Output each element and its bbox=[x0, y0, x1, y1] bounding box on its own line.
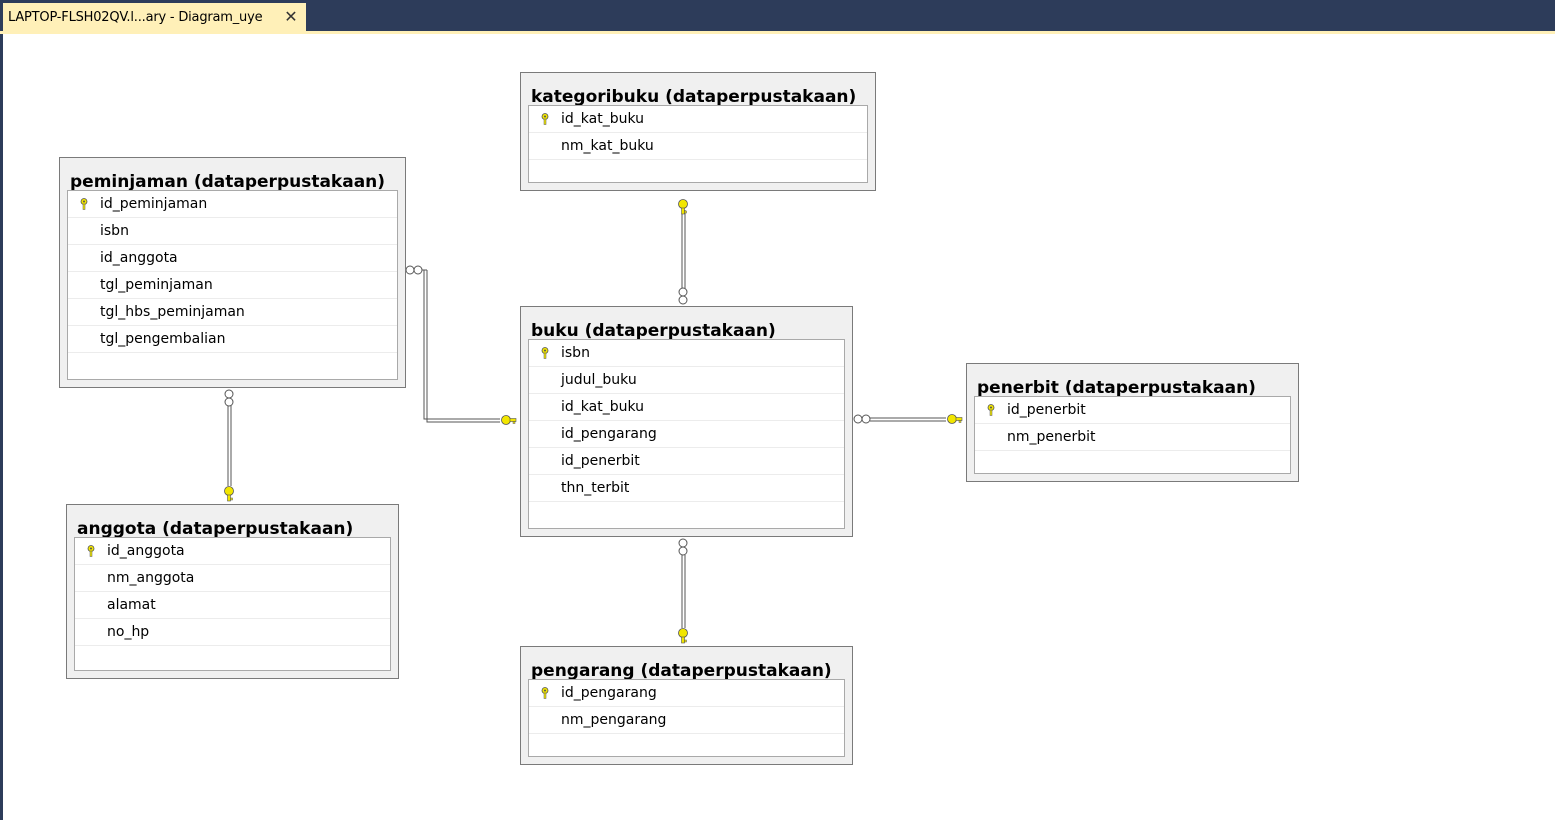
primary-key-indicator bbox=[75, 538, 107, 564]
table-buku[interactable]: buku (dataperpustakaan) isbn judul_buku … bbox=[520, 306, 853, 537]
column-grid: id_penerbit nm_penerbit bbox=[974, 396, 1291, 474]
infinity-icon bbox=[678, 538, 688, 556]
table-title: penerbit (dataperpustakaan) bbox=[977, 378, 1256, 397]
tab-diagram[interactable]: LAPTOP-FLSH02QV.l...ary - Diagram_uye ✕ bbox=[3, 3, 306, 31]
column-name: nm_anggota bbox=[107, 570, 195, 586]
column-grid: id_peminjaman isbn id_anggota tgl_peminj… bbox=[67, 190, 398, 380]
column-row[interactable]: nm_anggota bbox=[75, 565, 390, 592]
relationship-buku-pengarang[interactable] bbox=[678, 538, 688, 644]
column-name: nm_kat_buku bbox=[561, 138, 654, 154]
primary-key-indicator bbox=[529, 340, 561, 366]
key-icon bbox=[678, 628, 688, 644]
column-row[interactable]: id_anggota bbox=[75, 538, 390, 565]
column-row[interactable]: isbn bbox=[68, 218, 397, 245]
key-icon bbox=[87, 545, 95, 557]
key-icon bbox=[541, 687, 549, 699]
column-row[interactable]: isbn bbox=[529, 340, 844, 367]
column-name: nm_penerbit bbox=[1007, 429, 1096, 445]
column-name: tgl_hbs_peminjaman bbox=[100, 304, 245, 320]
tab-accent-bar bbox=[0, 31, 1555, 34]
infinity-icon bbox=[678, 287, 688, 305]
table-kategoribuku[interactable]: kategoribuku (dataperpustakaan) id_kat_b… bbox=[520, 72, 876, 191]
table-title: pengarang (dataperpustakaan) bbox=[531, 661, 832, 680]
column-name: id_anggota bbox=[107, 543, 185, 559]
column-name: id_peminjaman bbox=[100, 196, 208, 212]
key-icon bbox=[501, 415, 517, 425]
column-name: judul_buku bbox=[561, 372, 637, 388]
column-row[interactable]: judul_buku bbox=[529, 367, 844, 394]
relationship-kategoribuku-buku[interactable] bbox=[678, 199, 688, 305]
column-row[interactable]: id_pengarang bbox=[529, 680, 844, 707]
column-row[interactable]: nm_pengarang bbox=[529, 707, 844, 734]
column-grid: id_anggota nm_anggota alamat no_hp bbox=[74, 537, 391, 671]
table-pengarang[interactable]: pengarang (dataperpustakaan) id_pengaran… bbox=[520, 646, 853, 765]
column-name: id_penerbit bbox=[1007, 402, 1086, 418]
column-name: isbn bbox=[100, 223, 129, 239]
column-row[interactable]: id_anggota bbox=[68, 245, 397, 272]
primary-key-indicator bbox=[68, 191, 100, 217]
column-row[interactable]: tgl_peminjaman bbox=[68, 272, 397, 299]
key-icon bbox=[80, 198, 88, 210]
table-title: kategoribuku (dataperpustakaan) bbox=[531, 87, 857, 106]
column-row[interactable]: id_pengarang bbox=[529, 421, 844, 448]
column-row[interactable]: nm_kat_buku bbox=[529, 133, 867, 160]
primary-key-indicator bbox=[529, 680, 561, 706]
primary-key-indicator bbox=[529, 106, 561, 132]
key-icon bbox=[987, 404, 995, 416]
primary-key-indicator bbox=[975, 397, 1007, 423]
key-icon bbox=[541, 347, 549, 359]
column-row[interactable]: id_kat_buku bbox=[529, 106, 867, 133]
column-name: id_anggota bbox=[100, 250, 178, 266]
column-row[interactable]: id_penerbit bbox=[529, 448, 844, 475]
column-grid: isbn judul_buku id_kat_buku id_pengarang… bbox=[528, 339, 845, 529]
column-grid: id_pengarang nm_pengarang bbox=[528, 679, 845, 757]
column-name: alamat bbox=[107, 597, 156, 613]
key-icon bbox=[947, 414, 963, 424]
column-name: tgl_pengembalian bbox=[100, 331, 226, 347]
relationship-peminjaman-anggota[interactable] bbox=[224, 389, 234, 502]
table-peminjaman[interactable]: peminjaman (dataperpustakaan) id_peminja… bbox=[59, 157, 406, 388]
relationship-peminjaman-buku[interactable] bbox=[405, 265, 517, 425]
document-tabstrip: LAPTOP-FLSH02QV.l...ary - Diagram_uye ✕ bbox=[0, 0, 1555, 32]
column-row[interactable]: nm_penerbit bbox=[975, 424, 1290, 451]
infinity-icon bbox=[224, 389, 234, 407]
table-anggota[interactable]: anggota (dataperpustakaan) id_anggota nm… bbox=[66, 504, 399, 679]
column-name: id_kat_buku bbox=[561, 399, 645, 415]
infinity-icon bbox=[853, 414, 871, 424]
column-name: id_penerbit bbox=[561, 453, 640, 469]
column-row[interactable]: id_penerbit bbox=[975, 397, 1290, 424]
table-penerbit[interactable]: penerbit (dataperpustakaan) id_penerbit … bbox=[966, 363, 1299, 482]
table-title: peminjaman (dataperpustakaan) bbox=[70, 172, 386, 191]
infinity-icon bbox=[405, 265, 423, 275]
column-grid: id_kat_buku nm_kat_buku bbox=[528, 105, 868, 183]
column-name: isbn bbox=[561, 345, 590, 361]
column-row[interactable]: id_kat_buku bbox=[529, 394, 844, 421]
column-row[interactable]: thn_terbit bbox=[529, 475, 844, 502]
table-title: anggota (dataperpustakaan) bbox=[77, 519, 354, 538]
column-name: id_pengarang bbox=[561, 685, 657, 701]
column-name: nm_pengarang bbox=[561, 712, 667, 728]
column-name: no_hp bbox=[107, 624, 150, 640]
column-row[interactable]: id_peminjaman bbox=[68, 191, 397, 218]
column-row[interactable]: alamat bbox=[75, 592, 390, 619]
relationship-buku-penerbit[interactable] bbox=[853, 414, 963, 424]
table-title: buku (dataperpustakaan) bbox=[531, 321, 776, 340]
column-row[interactable]: tgl_pengembalian bbox=[68, 326, 397, 353]
column-row[interactable]: no_hp bbox=[75, 619, 390, 646]
key-icon bbox=[678, 199, 688, 215]
column-name: id_pengarang bbox=[561, 426, 657, 442]
key-icon bbox=[224, 486, 234, 502]
column-name: tgl_peminjaman bbox=[100, 277, 213, 293]
tab-title: LAPTOP-FLSH02QV.l...ary - Diagram_uye bbox=[8, 9, 263, 25]
close-icon[interactable]: ✕ bbox=[284, 7, 298, 26]
column-name: thn_terbit bbox=[561, 480, 630, 496]
column-name: id_kat_buku bbox=[561, 111, 645, 127]
key-icon bbox=[541, 113, 549, 125]
column-row[interactable]: tgl_hbs_peminjaman bbox=[68, 299, 397, 326]
